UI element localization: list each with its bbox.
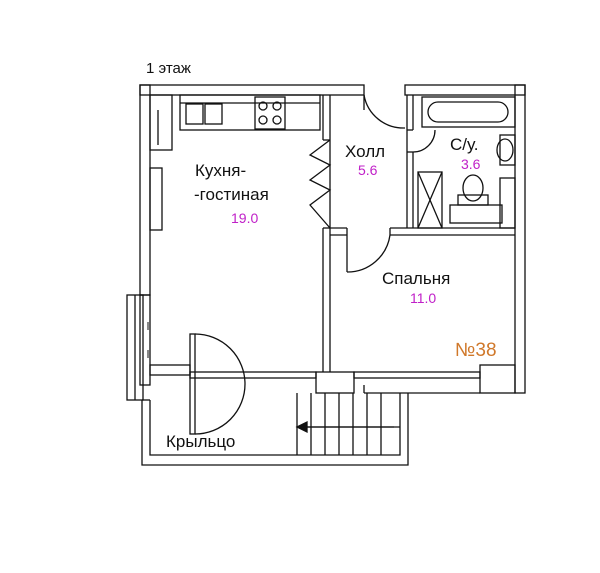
floor-label: 1 этаж <box>146 60 191 77</box>
kitchen-name-line1: Кухня- <box>195 161 247 180</box>
bathroom-door <box>412 129 436 153</box>
front-wall <box>149 364 516 394</box>
porch-outline <box>141 393 409 466</box>
bathroom-side-unit <box>499 177 516 229</box>
entrance-door <box>189 333 246 435</box>
stair-arrow <box>295 420 394 434</box>
toilet <box>449 174 503 224</box>
bedroom-area: 11.0 <box>410 290 437 306</box>
kitchen-area: 19.0 <box>231 210 259 226</box>
apartment-number: №38 <box>455 340 497 361</box>
hall-bifold-door <box>308 139 332 229</box>
kitchen-name-line2: -гостиная <box>194 185 269 204</box>
kitchen-side-furniture <box>149 94 173 231</box>
porch-stairs <box>296 393 400 455</box>
bathroom-shaft <box>417 171 443 229</box>
bathtub <box>421 96 516 128</box>
entry-door-arc <box>363 94 406 129</box>
porch-name: Крыльцо <box>166 432 236 451</box>
bathroom-area: 3.6 <box>461 156 481 172</box>
bedroom-door <box>346 234 391 273</box>
hall-area: 5.6 <box>358 162 378 178</box>
bedroom-name: Спальня <box>382 269 451 288</box>
kitchen-counter <box>179 94 321 131</box>
interior-walls <box>322 95 515 372</box>
washbasin <box>496 134 516 166</box>
hall-name: Холл <box>345 142 386 161</box>
bathroom-name: С/у. <box>450 135 479 154</box>
